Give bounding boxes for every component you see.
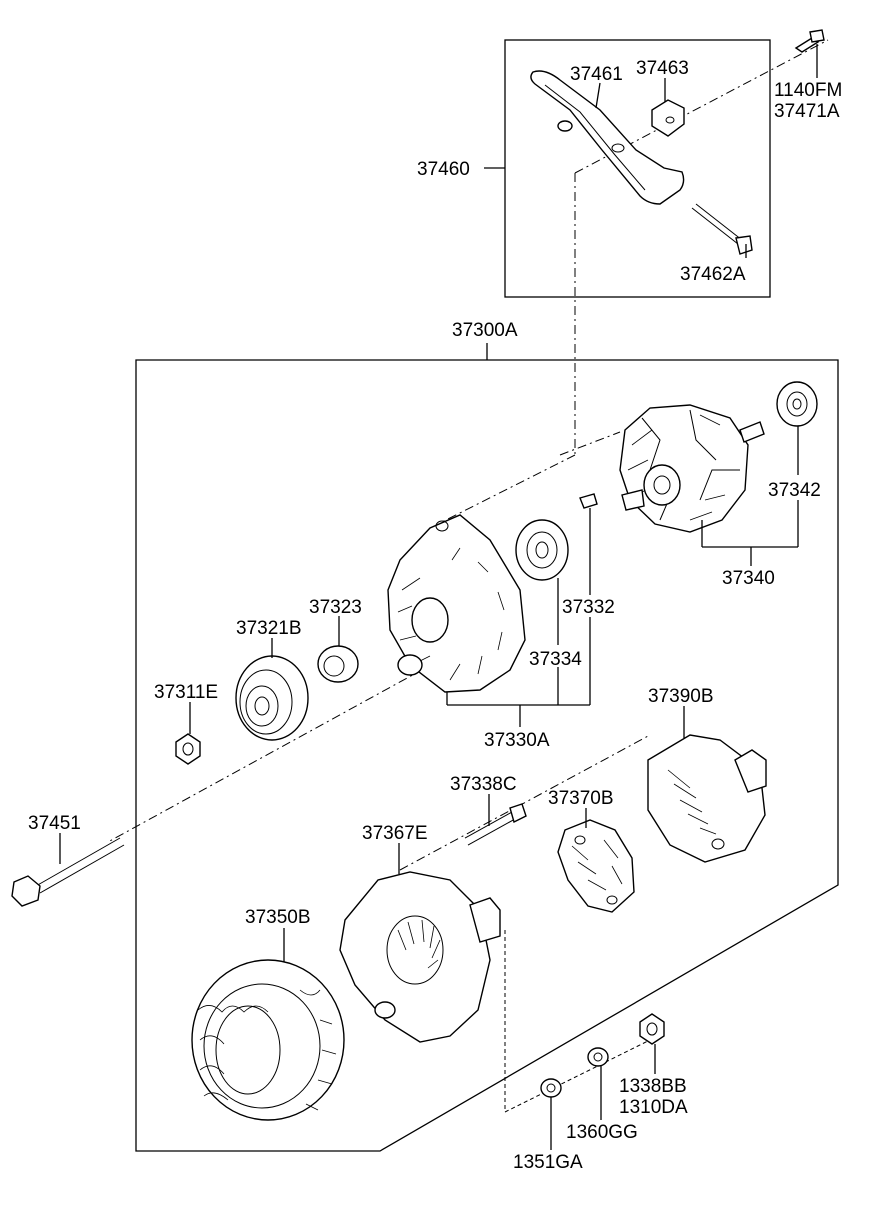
- label-37463: 37463: [636, 58, 689, 79]
- label-37334: 37334: [529, 649, 582, 670]
- label-37342: 37342: [768, 480, 821, 501]
- label-37321B: 37321B: [236, 618, 302, 639]
- bolt-icon: [691, 203, 753, 255]
- label-37332: 37332: [562, 597, 615, 618]
- label-37460: 37460: [417, 159, 470, 180]
- washer-icon: [587, 1047, 609, 1067]
- part-labels: 1140FM 37471A 37461 37463 37460 37462A 3…: [28, 58, 842, 1173]
- rectifier-icon: [557, 819, 635, 913]
- regulator-icon: [647, 734, 767, 863]
- label-1360GG: 1360GG: [566, 1122, 638, 1143]
- nut-icon: [639, 1013, 665, 1045]
- label-1351GA: 1351GA: [513, 1152, 583, 1173]
- alternator-assembly-frame: [135, 359, 839, 1152]
- label-1338BB: 1338BB: [619, 1076, 687, 1097]
- center-lines: [107, 39, 829, 1113]
- ball-bearing-icon: [515, 519, 569, 581]
- label-37451: 37451: [28, 813, 81, 834]
- label-1310DA: 1310DA: [619, 1097, 688, 1118]
- bolt-icon: [464, 803, 527, 846]
- rotor-icon: [619, 404, 765, 533]
- bolt-icon: [794, 29, 825, 53]
- label-37340: 37340: [722, 568, 775, 589]
- rear-housing-icon: [339, 871, 501, 1043]
- label-37367E: 37367E: [362, 823, 428, 844]
- stator-coil-icon: [191, 959, 345, 1121]
- ball-bearing-icon: [776, 381, 818, 427]
- label-37300A: 37300A: [452, 320, 518, 341]
- washer-icon: [540, 1078, 562, 1098]
- bolt-icon: [11, 837, 125, 907]
- bracket-assembly-icon: [530, 70, 685, 205]
- front-housing-icon: [387, 514, 526, 693]
- label-37461: 37461: [570, 64, 623, 85]
- label-37330A: 37330A: [484, 730, 550, 751]
- label-37471A: 37471A: [774, 101, 840, 122]
- spacer-icon: [317, 645, 359, 683]
- label-37370B: 37370B: [548, 788, 614, 809]
- label-37390B: 37390B: [648, 686, 714, 707]
- nut-icon: [175, 733, 201, 765]
- label-37311E: 37311E: [154, 682, 218, 703]
- label-1140FM: 1140FM: [774, 80, 842, 101]
- label-37323: 37323: [309, 597, 362, 618]
- label-37462A: 37462A: [680, 264, 746, 285]
- leader-lines: [59, 44, 818, 1150]
- label-37338C: 37338C: [450, 774, 517, 795]
- bolt-icon: [579, 493, 598, 509]
- pulley-icon: [235, 655, 309, 741]
- label-37350B: 37350B: [245, 907, 311, 928]
